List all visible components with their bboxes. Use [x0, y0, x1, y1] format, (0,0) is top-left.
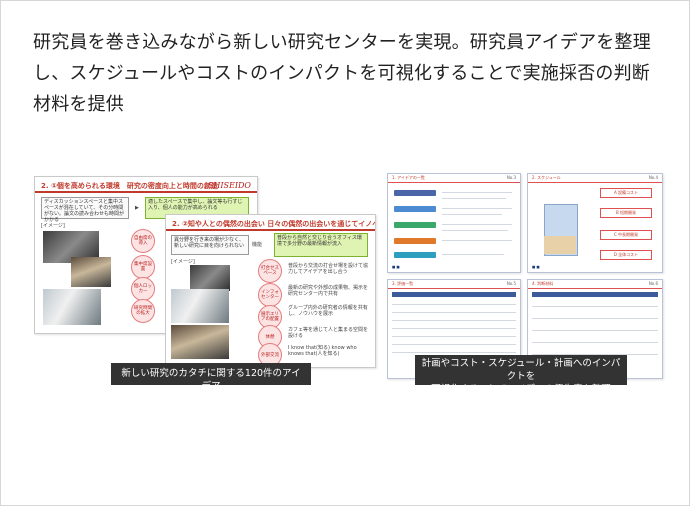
text-line	[442, 240, 512, 241]
arrow-label: 機能	[252, 242, 263, 248]
office-photo	[71, 257, 111, 287]
idea-bubble: 集中席設置	[131, 255, 155, 279]
idea-bubble: インフォセンター	[258, 283, 282, 307]
impact-label: B 短期開発	[600, 208, 652, 218]
impact-label: D 全体コスト	[600, 250, 652, 260]
office-photo	[171, 325, 229, 359]
doc-number: No.3	[506, 175, 516, 180]
text-line	[442, 198, 506, 199]
image-tag: [イメージ]	[171, 259, 195, 265]
doc-number: No.5	[506, 281, 516, 286]
idea-note: カフェ等を通じて人と集まる空間を設ける	[288, 327, 369, 339]
category-bar	[394, 222, 436, 228]
doc-header	[528, 174, 662, 183]
table-row	[532, 318, 658, 319]
table-row	[532, 342, 658, 343]
idea-bubble: 研究時間の拡大	[131, 299, 155, 323]
doc-title: 4. 判断材料	[532, 281, 554, 286]
slide-serendipity: 2. ②知や人との偶然の出会い 日々の偶然の出会いを通じてイノベーションを 異分…	[165, 214, 376, 368]
table-row	[532, 330, 658, 331]
problem-box: ディスカッションスペースと集中スペースが混在していて、その分時間がない。論文の読…	[41, 197, 129, 223]
doc-header	[388, 280, 520, 289]
idea-note: 普段から交流の打合せ場を設けて協力してアイデアを出し合う	[288, 263, 369, 275]
right-caption-line1: 計画やコスト・スケジュール・計画へのインパクトを	[421, 358, 621, 382]
table-row	[532, 354, 658, 355]
doc-number: No.6	[648, 281, 658, 286]
office-photo	[43, 289, 101, 325]
arrow-label: ▶	[135, 205, 139, 211]
office-photo	[190, 265, 230, 291]
impact-label: C 中長期開発	[600, 230, 652, 240]
doc-title: 3. 評価一覧	[392, 281, 414, 286]
right-caption-line2: 可視化することでアイデアの優先度を整理	[431, 384, 611, 395]
slide-title: 2. ①個を高められる環境 研究の密度向上と時間の創造	[41, 182, 218, 190]
table-row	[392, 312, 516, 313]
idea-bubble: 打合せスペース	[258, 259, 282, 283]
table-row	[392, 320, 516, 321]
doc-header	[388, 174, 520, 183]
table-row	[392, 304, 516, 305]
image-tag: [イメージ]	[41, 223, 65, 229]
table-row	[392, 328, 516, 329]
right-caption: 計画やコスト・スケジュール・計画へのインパクトを 可視化することでアイデアの優先…	[415, 355, 627, 395]
table-header	[392, 292, 516, 297]
table-row	[392, 352, 516, 353]
category-bar	[394, 252, 436, 258]
title-bar	[166, 229, 375, 231]
text-line	[442, 192, 512, 193]
left-caption: 新しい研究のカタチに関する120件のアイデア	[111, 363, 311, 392]
text-line	[442, 208, 512, 209]
company-logo: ■ ■	[392, 265, 400, 269]
category-bar	[394, 238, 436, 244]
problem-box: 異分野を行き来の場が少なく、新しい研究に目を向けられない	[171, 235, 249, 255]
idea-bubble: 自由席の導入	[131, 229, 155, 253]
slide-title: 2. ②知や人との偶然の出会い 日々の偶然の出会いを通じてイノベーションを	[172, 220, 375, 228]
idea-bubble: 個人ロッカー	[131, 277, 155, 301]
doc-header	[528, 280, 662, 289]
table-row	[392, 344, 516, 345]
idea-note: 最新の研究や外部の成果物、掲示を研究センター内で共有	[288, 285, 369, 297]
table-row	[532, 306, 658, 307]
text-line	[442, 214, 502, 215]
text-line	[442, 254, 504, 255]
table-header	[532, 292, 658, 297]
idea-note: グループ内外の研究者の情報を共有し、ノウハウを展示	[288, 305, 368, 317]
text-line	[442, 230, 508, 231]
brand-logo: SHISEIDO	[207, 181, 251, 190]
doc-title: 1. アイデアの一覧	[392, 175, 425, 180]
doc-schedule: 2. スケジュール No.4 A 設備コスト B 短期開発 C 中長期開発 D …	[527, 173, 663, 273]
doc-number: No.4	[648, 175, 658, 180]
title-bar	[35, 191, 257, 193]
building-floor	[544, 236, 576, 254]
doc-idea-list: 1. アイデアの一覧 No.3 ■ ■	[387, 173, 521, 273]
impact-label: A 設備コスト	[600, 188, 652, 198]
solution-box: 普段から自然と交じり合うオフィス環境で多分野の最新情報が流入	[274, 233, 368, 257]
category-bar	[394, 190, 436, 196]
category-bar	[394, 206, 436, 212]
headline: 研究員を巻き込みながら新しい研究センターを実現。研究員アイデアを整理し、スケジュ…	[33, 32, 651, 115]
table-row	[392, 336, 516, 337]
text-line	[442, 224, 512, 225]
office-photo	[171, 289, 229, 323]
idea-note: I know that(知る) know who knows that(人を知る…	[288, 345, 357, 357]
doc-title: 2. スケジュール	[532, 175, 561, 180]
company-logo: ■ ■	[532, 265, 540, 269]
